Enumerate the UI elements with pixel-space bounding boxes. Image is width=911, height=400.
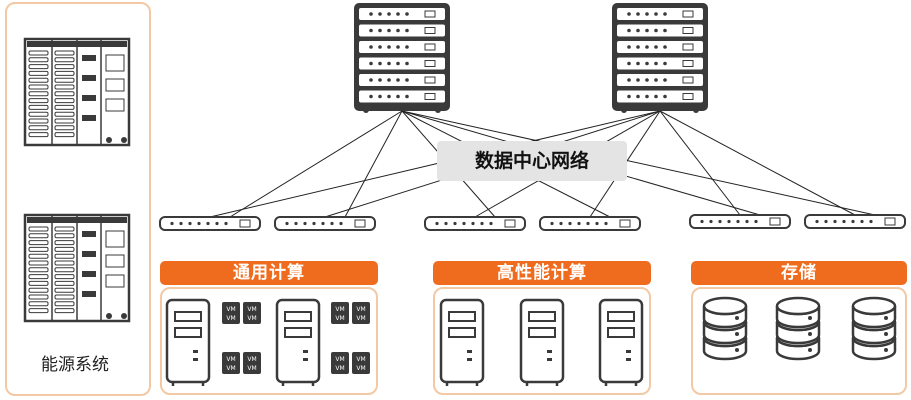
network-label: 数据中心网络 bbox=[437, 141, 627, 181]
svg-text:VM: VM bbox=[226, 356, 235, 363]
storage-title: 存储 bbox=[691, 261, 907, 285]
hpc-title: 高性能计算 bbox=[433, 261, 651, 285]
access-switch-6 bbox=[804, 214, 906, 229]
vm-pair-4: VM VM VM VM bbox=[331, 352, 370, 374]
svg-text:VM: VM bbox=[247, 315, 256, 322]
link-core1-access6 bbox=[401, 110, 876, 216]
hpc-server-3 bbox=[598, 298, 644, 386]
svg-text:VM: VM bbox=[247, 356, 256, 363]
vm-pair-1: VM VM VM VM bbox=[222, 302, 261, 324]
link-core1-access2 bbox=[344, 110, 403, 218]
svg-text:VM: VM bbox=[335, 365, 344, 372]
svg-text:VM: VM bbox=[247, 365, 256, 372]
vm-pair-3: VM VM VM VM bbox=[331, 302, 370, 324]
storage-unit-2 bbox=[775, 296, 821, 361]
access-switch-1 bbox=[159, 216, 261, 231]
svg-text:VM: VM bbox=[335, 356, 344, 363]
link-core2-access6 bbox=[659, 110, 856, 216]
access-switch-4 bbox=[539, 216, 641, 231]
svg-text:VM: VM bbox=[226, 306, 235, 313]
energy-cabinet-2 bbox=[23, 213, 131, 323]
svg-text:VM: VM bbox=[356, 306, 365, 313]
link-core2-access5 bbox=[659, 110, 741, 216]
hpc-server-2 bbox=[519, 298, 565, 386]
general-server-1 bbox=[165, 298, 211, 386]
energy-cabinet-1 bbox=[23, 37, 131, 147]
access-switch-5 bbox=[689, 214, 791, 229]
svg-text:VM: VM bbox=[356, 315, 365, 322]
devices: VM VM VM VM VM VM VM VM VM VM VM VM VM VM VM VM bbox=[23, 3, 906, 386]
svg-text:VM: VM bbox=[226, 365, 235, 372]
core-switch-right bbox=[612, 3, 708, 113]
access-switch-2 bbox=[274, 216, 376, 231]
vm-pair-2: VM VM VM VM bbox=[222, 352, 261, 374]
storage-unit-3 bbox=[851, 296, 897, 361]
hpc-server-1 bbox=[439, 298, 485, 386]
core-switch-left bbox=[354, 3, 450, 113]
svg-text:VM: VM bbox=[335, 315, 344, 322]
svg-text:VM: VM bbox=[356, 365, 365, 372]
general-compute-title: 通用计算 bbox=[160, 261, 378, 285]
energy-label: 能源系统 bbox=[41, 355, 109, 375]
svg-text:VM: VM bbox=[247, 306, 256, 313]
link-core2-access1 bbox=[209, 110, 661, 218]
svg-text:VM: VM bbox=[226, 315, 235, 322]
svg-text:VM: VM bbox=[356, 356, 365, 363]
svg-text:VM: VM bbox=[335, 306, 344, 313]
storage-unit-1 bbox=[702, 296, 748, 361]
link-core1-access1 bbox=[229, 110, 403, 218]
general-server-2 bbox=[275, 298, 321, 386]
access-switch-3 bbox=[424, 216, 526, 231]
